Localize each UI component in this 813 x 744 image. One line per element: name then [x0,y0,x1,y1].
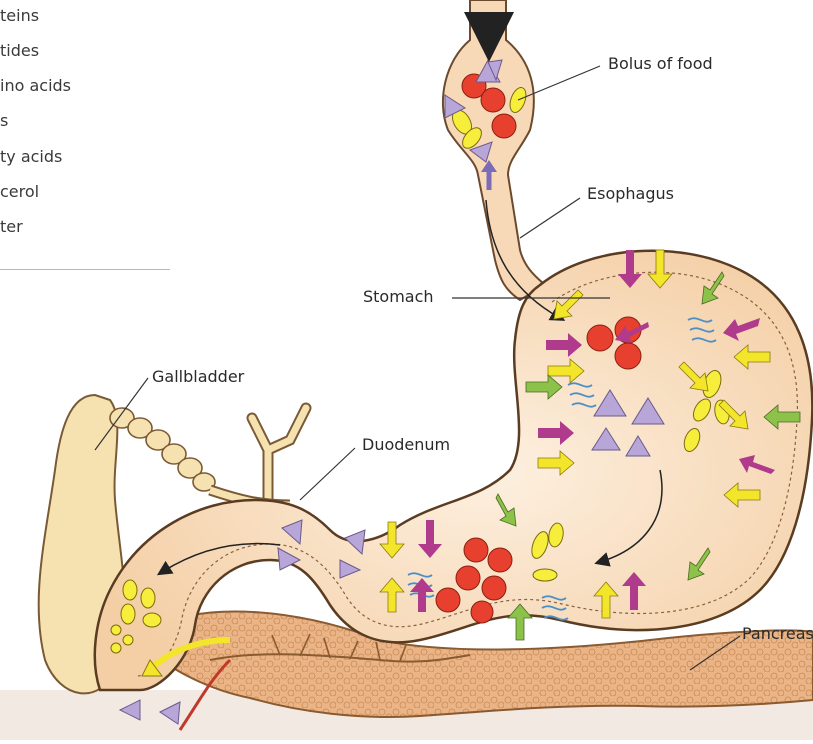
legend-item-glycerol: cerol [0,182,39,201]
legend-item-water: ter [0,217,23,236]
label-bolus-of-food: Bolus of food [608,54,713,73]
legend-item-fatty-acids: ty acids [0,147,62,166]
label-esophagus: Esophagus [587,184,674,203]
legend-item-proteins: teins [0,6,39,25]
legend-divider [0,269,170,270]
label-stomach: Stomach [363,287,434,306]
label-duodenum: Duodenum [362,435,450,454]
nutrient-legend: teins tides ino acids s ty acids cerol t… [0,0,180,280]
legend-item-amino-acids: ino acids [0,76,71,95]
esophagus [443,0,545,300]
legend-item-peptides: tides [0,41,39,60]
legend-item-fats: s [0,111,8,130]
label-gallbladder: Gallbladder [152,367,244,386]
label-pancreas: Pancreas [742,624,813,643]
cystic-duct [110,408,215,491]
